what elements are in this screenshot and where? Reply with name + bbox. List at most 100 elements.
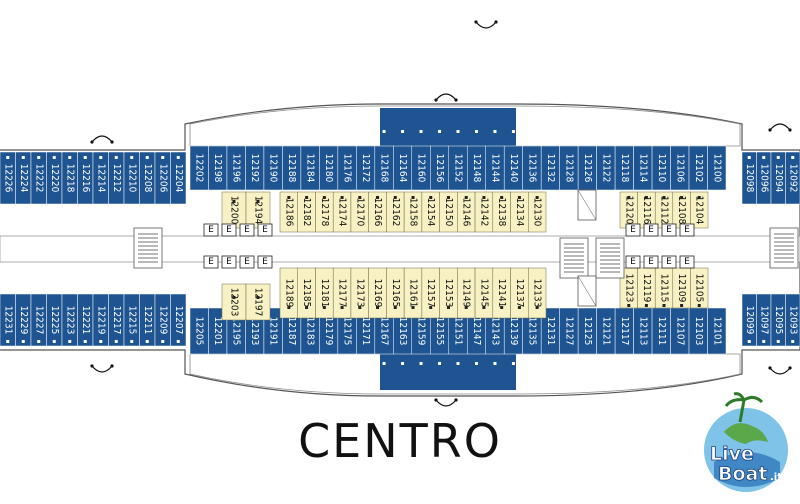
cabin-number: 12115 xyxy=(659,274,670,303)
elevator-label: E xyxy=(648,225,654,235)
bed-marker xyxy=(287,196,290,199)
stairwell xyxy=(560,238,588,278)
logo-text-boat: Boat xyxy=(718,463,767,485)
bed-marker xyxy=(358,196,361,199)
cabin-number: 12196 xyxy=(231,154,242,183)
direction-arrow xyxy=(90,364,113,372)
bed-marker xyxy=(22,340,25,343)
cabin-number: 12094 xyxy=(773,164,784,193)
elevator-label: E xyxy=(244,257,250,267)
cabin-number: 12157 xyxy=(425,279,436,308)
bed-marker xyxy=(623,362,626,365)
elevator-label: E xyxy=(666,257,672,267)
bed-marker xyxy=(715,130,718,133)
bed-marker xyxy=(429,196,432,199)
cabin-number: 12206 xyxy=(157,164,168,193)
bed-marker xyxy=(257,296,260,299)
bed-marker xyxy=(327,362,330,365)
cabin-number: 12092 xyxy=(787,164,798,193)
bed-marker xyxy=(660,362,663,365)
cabin-number: 12174 xyxy=(337,198,348,227)
cabin-number: 12097 xyxy=(758,306,769,335)
bed-marker xyxy=(146,156,149,159)
cabin-number: 12185 xyxy=(301,279,312,308)
cabin-number: 12218 xyxy=(64,164,75,193)
cabin-number: 12128 xyxy=(563,154,574,183)
cabin-number: 12188 xyxy=(286,154,297,183)
bed-marker xyxy=(161,340,164,343)
bed-marker xyxy=(678,130,681,133)
cabin-number: 12093 xyxy=(787,306,798,335)
bed-marker xyxy=(412,306,415,309)
bed-marker xyxy=(346,362,349,365)
cabin-number: 12222 xyxy=(33,164,44,193)
cabin-number: 12098 xyxy=(744,164,755,193)
direction-arrow xyxy=(768,124,791,132)
cabin-number: 12148 xyxy=(471,154,482,183)
elevator-label: E xyxy=(630,257,636,267)
cabin-number: 12136 xyxy=(526,154,537,183)
elevator-label: E xyxy=(666,225,672,235)
cabin-number: 12163 xyxy=(397,317,408,346)
bed-marker xyxy=(447,306,450,309)
lobby-box xyxy=(578,276,596,306)
cabin-number: 12127 xyxy=(563,317,574,346)
stairwell xyxy=(770,228,798,268)
cabin-number: 12198 xyxy=(212,154,223,183)
cabin-number: 12144 xyxy=(489,154,500,183)
stairwell xyxy=(134,228,162,268)
bed-marker xyxy=(447,196,450,199)
cabin-number: 12216 xyxy=(80,164,91,193)
bed-marker xyxy=(627,304,630,307)
bed-marker xyxy=(216,362,219,365)
bed-marker xyxy=(663,304,666,307)
cabin-number: 12171 xyxy=(360,317,371,346)
cabin-number: 12219 xyxy=(95,306,106,335)
liveboat-logo: Live Boat .it xyxy=(696,392,796,496)
bed-marker xyxy=(777,156,780,159)
bed-marker xyxy=(383,362,386,365)
cabin-number: 12138 xyxy=(496,198,507,227)
elevator-label: E xyxy=(684,257,690,267)
cabin-number: 12139 xyxy=(508,317,519,346)
bed-marker xyxy=(697,362,700,365)
bed-marker xyxy=(235,130,238,133)
bed-marker xyxy=(641,130,644,133)
cabin-number: 12106 xyxy=(674,154,685,183)
bed-marker xyxy=(457,130,460,133)
cabin-number: 12116 xyxy=(641,196,652,225)
cabin-number: 12096 xyxy=(758,164,769,193)
bed-marker xyxy=(401,362,404,365)
cabin-number: 12173 xyxy=(354,279,365,308)
cabin-number: 12125 xyxy=(582,317,593,346)
cabin-number: 12190 xyxy=(268,154,279,183)
cabin-number: 12101 xyxy=(711,317,722,346)
cabin-number: 12150 xyxy=(443,198,454,227)
cabin-number: 12103 xyxy=(693,317,704,346)
bed-marker xyxy=(37,156,40,159)
bed-marker xyxy=(272,130,275,133)
bed-marker xyxy=(748,340,751,343)
bed-marker xyxy=(475,130,478,133)
bed-marker xyxy=(748,156,751,159)
bed-marker xyxy=(22,156,25,159)
cabin-number: 12143 xyxy=(489,317,500,346)
lower-bulge-cabins xyxy=(380,354,516,390)
bed-marker xyxy=(438,130,441,133)
cabin-number: 12170 xyxy=(354,198,365,227)
cabin-number: 12105 xyxy=(694,274,705,303)
cabin-number: 12140 xyxy=(508,154,519,183)
bed-marker xyxy=(482,196,485,199)
bed-marker xyxy=(115,156,118,159)
cabin-number: 12186 xyxy=(283,198,294,227)
cabin-number: 12211 xyxy=(142,306,153,335)
bed-marker xyxy=(680,196,683,199)
cabin-number: 12102 xyxy=(693,154,704,183)
cabin-number: 12201 xyxy=(212,317,223,346)
cabin-number: 12131 xyxy=(545,317,556,346)
bed-marker xyxy=(394,196,397,199)
cabin-number: 12151 xyxy=(453,317,464,346)
bed-marker xyxy=(475,362,478,365)
cabin-number: 12168 xyxy=(379,154,390,183)
